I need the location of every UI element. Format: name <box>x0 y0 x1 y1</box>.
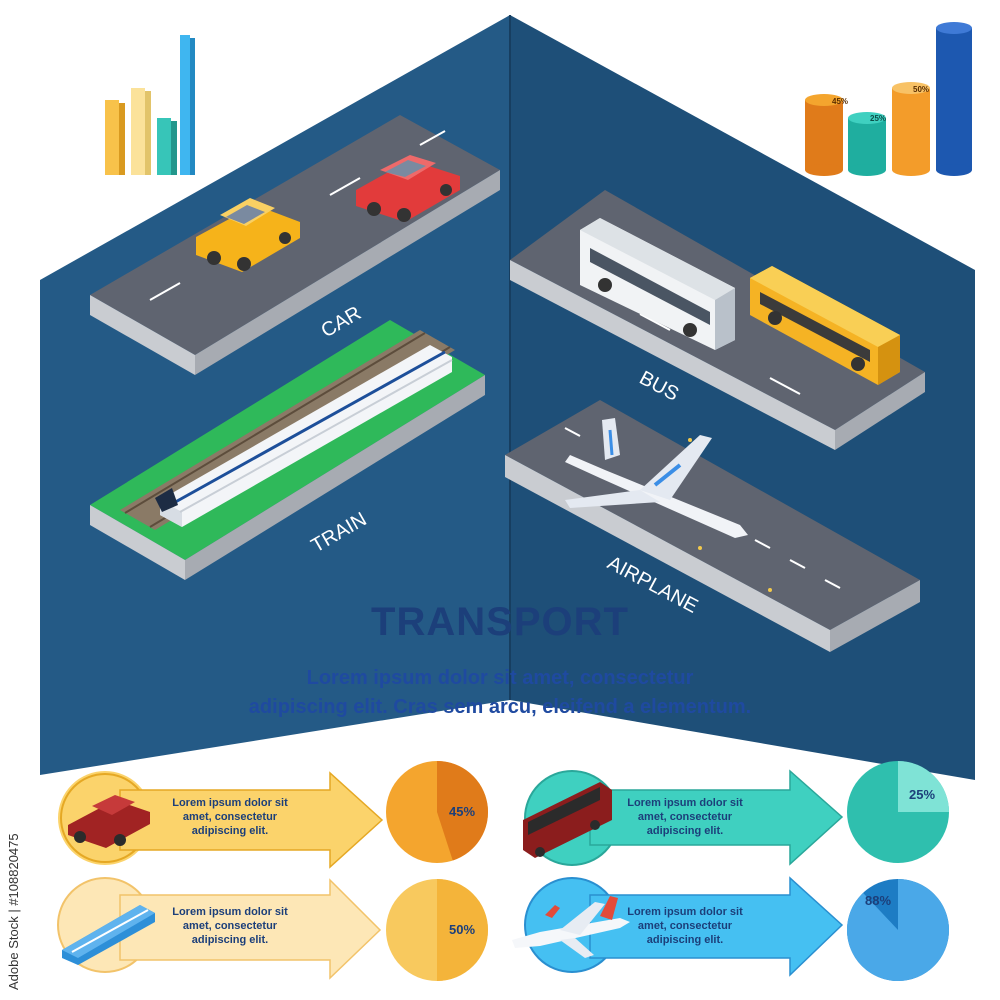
airplane-icon <box>565 418 748 538</box>
card-bus-line3: adipiscing elit. <box>646 825 724 837</box>
card-airplane-line1: Lorem ipsum dolor sit <box>627 906 743 918</box>
taxi-car-icon <box>196 198 300 272</box>
white-bus-icon <box>580 218 735 350</box>
train-platform <box>90 320 485 580</box>
card-bus <box>523 761 949 866</box>
card-train-percent: 50% <box>448 922 476 937</box>
card-airplane-icon <box>512 896 630 958</box>
cyl-label-3: 50% <box>913 85 929 94</box>
card-train-icon <box>62 905 155 965</box>
card-bus-pie-slice <box>898 761 949 812</box>
card-airplane <box>512 876 949 982</box>
card-train-line2: amet, consectetur <box>182 920 278 932</box>
card-train-line1: Lorem ipsum dolor sit <box>172 906 288 918</box>
airplane-platform <box>505 400 920 652</box>
card-airplane-line3: adipiscing elit. <box>646 934 724 946</box>
card-train-pie-slice <box>437 879 488 981</box>
card-train <box>57 877 488 981</box>
card-airplane-line2: amet, consectetur <box>637 920 733 932</box>
card-airplane-percent: 88% <box>864 893 892 908</box>
subtitle-line-1: Lorem ipsum dolor sit amet, consectetur <box>306 667 694 689</box>
card-bus-line2: amet, consectetur <box>637 811 733 823</box>
top-left-bar-chart <box>105 35 195 175</box>
car-platform <box>90 115 500 375</box>
card-bus-line1: Lorem ipsum dolor sit <box>627 797 743 809</box>
train-icon <box>155 345 453 527</box>
card-car-line2: amet, consectetur <box>182 811 278 823</box>
subtitle-line-2: adipiscing elit. Cras sem arcu, eleifend… <box>248 696 752 718</box>
card-train-text: Lorem ipsum dolor sit amet, consectetur … <box>155 905 305 947</box>
card-bus-icon <box>523 782 612 858</box>
stock-watermark-text: Adobe Stock | #108820475 <box>6 833 21 990</box>
card-airplane-pie-slice <box>846 879 949 982</box>
card-bus-percent: 25% <box>908 787 936 802</box>
card-car <box>58 761 488 869</box>
cyl-label-1: 45% <box>832 97 848 106</box>
card-car-icon <box>68 795 150 848</box>
card-car-text: Lorem ipsum dolor sit amet, consectetur … <box>155 796 305 838</box>
card-airplane-text: Lorem ipsum dolor sit amet, consectetur … <box>610 905 760 947</box>
card-car-pie-slice <box>437 761 488 861</box>
yellow-bus-icon <box>750 266 900 385</box>
red-car-icon <box>356 155 460 222</box>
card-car-line1: Lorem ipsum dolor sit <box>172 797 288 809</box>
page-title: TRANSPORT <box>371 600 629 644</box>
cyl-label-2: 25% <box>870 114 886 123</box>
top-right-cylinder-chart: 45% 25% 50% <box>805 22 972 176</box>
card-bus-text: Lorem ipsum dolor sit amet, consectetur … <box>610 796 760 838</box>
card-car-percent: 45% <box>448 804 476 819</box>
card-car-line3: adipiscing elit. <box>191 825 269 837</box>
subtitle: Lorem ipsum dolor sit amet, consectetur … <box>150 664 850 722</box>
bus-platform <box>510 190 925 450</box>
card-train-line3: adipiscing elit. <box>191 934 269 946</box>
